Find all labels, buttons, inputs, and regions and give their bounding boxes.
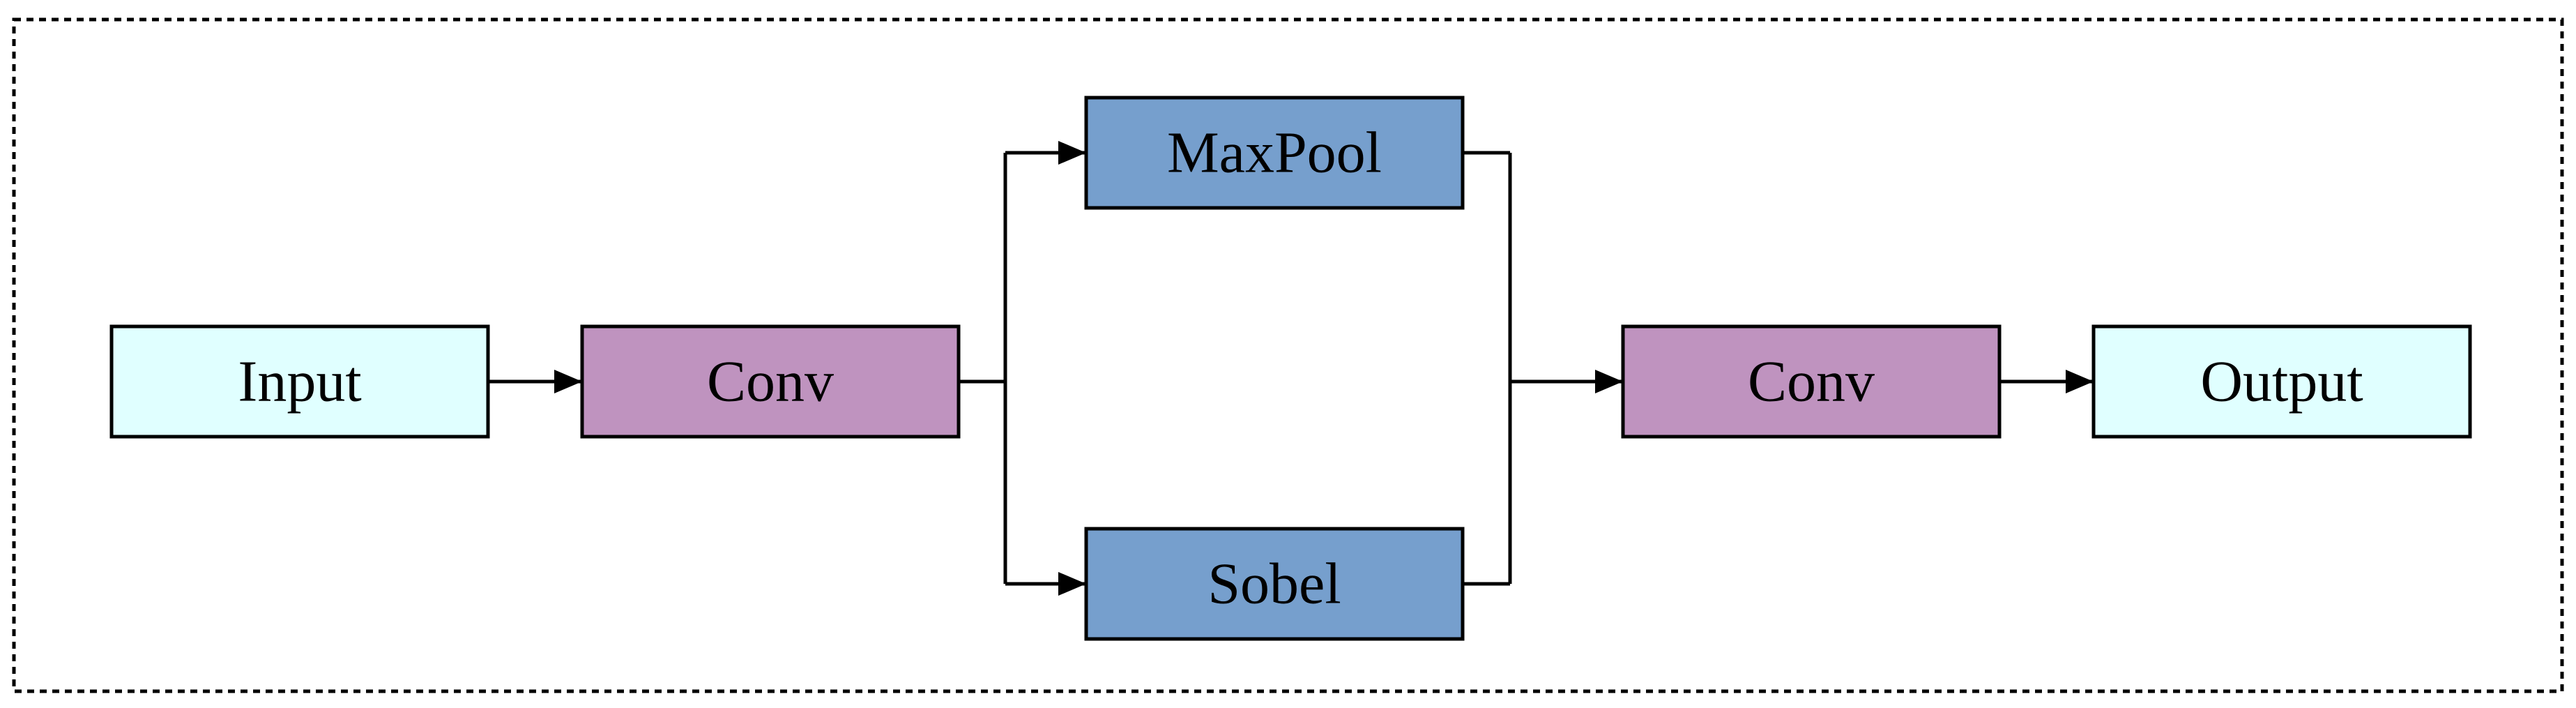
node-maxpool-label: MaxPool	[1167, 121, 1382, 186]
node-output-box	[2091, 324, 2472, 439]
node-sobel-label: Sobel	[1207, 552, 1341, 617]
node-maxpool: MaxPool	[1084, 96, 1465, 210]
node-conv-first-box	[580, 324, 961, 439]
node-output: Output	[2091, 324, 2472, 439]
node-maxpool-box	[1084, 96, 1465, 210]
node-conv-first-label: Conv	[707, 349, 834, 414]
node-input-box	[109, 324, 490, 439]
node-conv-first: Conv	[580, 324, 961, 439]
edges	[488, 141, 2094, 596]
node-input-label: Input	[238, 349, 361, 414]
dashed-frame	[12, 17, 2564, 693]
node-output-label: Output	[2200, 349, 2363, 414]
node-sobel-box	[1084, 527, 1465, 641]
node-input: Input	[109, 324, 490, 439]
node-conv-second-label: Conv	[1748, 349, 1875, 414]
node-conv-second: Conv	[1621, 324, 2002, 439]
node-sobel: Sobel	[1084, 527, 1465, 641]
node-conv-second-box	[1621, 324, 2002, 439]
